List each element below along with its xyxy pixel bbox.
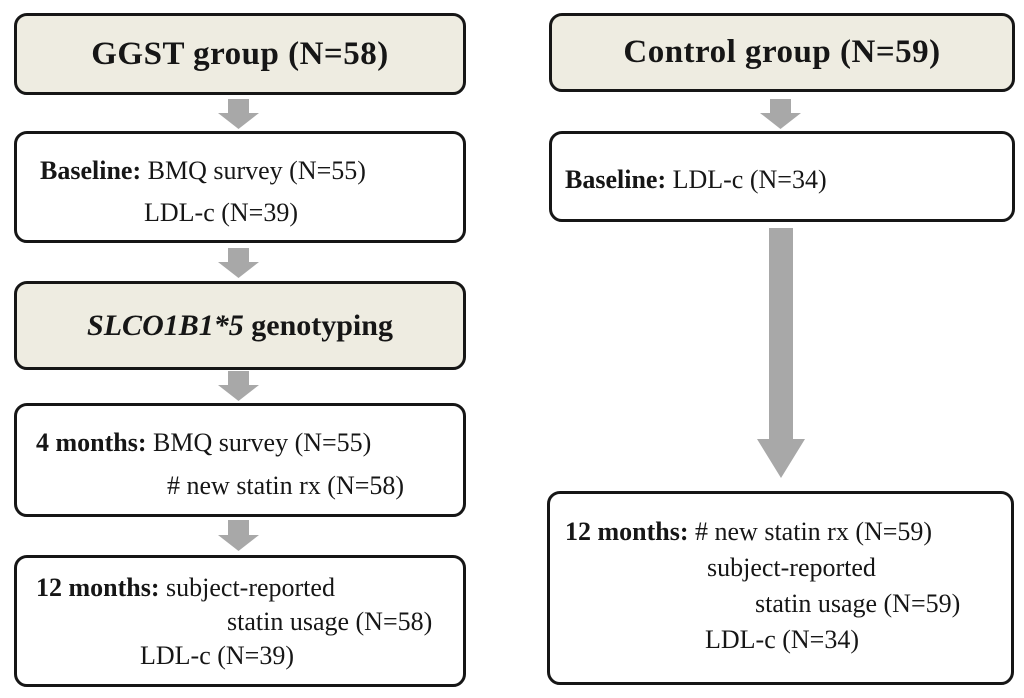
ggst-four-months-line1: 4 months: BMQ survey (N=55) — [36, 421, 463, 464]
control-new-statin-text: # new statin rx (N=59) — [688, 517, 933, 546]
ggst-baseline-ldl-text: LDL-c (N=39) — [144, 198, 298, 227]
ggst-four-months-line2: # new statin rx (N=58) — [167, 464, 463, 507]
down-arrow-icon — [218, 248, 259, 278]
control-twelve-months-line2: subject-reported — [707, 550, 1011, 586]
control-subject-reported-text: subject-reported — [707, 553, 876, 582]
ggst-baseline-text: BMQ survey (N=55) — [141, 156, 366, 185]
control-statin-usage-text: statin usage (N=59) — [755, 589, 961, 618]
ggst-twelve-months-line1: 12 months: subject-reported — [36, 571, 463, 605]
control-group-header-box: Control group (N=59) — [549, 13, 1015, 92]
control-twelve-months-box: 12 months: # new statin rx (N=59) subjec… — [547, 491, 1014, 685]
ggst-subject-reported-text: subject-reported — [159, 573, 335, 602]
ggst-twelve-ldl-text: LDL-c (N=39) — [140, 641, 294, 670]
genotyping-suffix: genotyping — [243, 308, 393, 342]
down-arrow-icon — [218, 99, 259, 129]
ggst-statin-usage-text: statin usage (N=58) — [227, 607, 433, 636]
ggst-group-header-label: GGST group (N=58) — [91, 35, 389, 72]
control-twelve-months-line1: 12 months: # new statin rx (N=59) — [565, 514, 1011, 550]
ggst-four-months-box: 4 months: BMQ survey (N=55) # new statin… — [14, 403, 466, 517]
genotyping-label: SLCO1B1*5 genotyping — [87, 309, 393, 343]
ggst-baseline-line2: LDL-c (N=39) — [144, 192, 463, 234]
ggst-baseline-label: Baseline: — [40, 156, 142, 185]
down-arrow-icon — [218, 371, 259, 401]
ggst-new-statin-text: # new statin rx (N=58) — [167, 471, 405, 500]
gene-name-italic: SLCO1B1*5 — [87, 308, 244, 342]
ggst-twelve-months-box: 12 months: subject-reported statin usage… — [14, 555, 466, 687]
down-arrow-icon — [218, 520, 259, 551]
control-baseline-line1: Baseline: LDL-c (N=34) — [565, 165, 1012, 195]
control-baseline-box: Baseline: LDL-c (N=34) — [549, 131, 1015, 222]
ggst-twelve-months-line2: statin usage (N=58) — [227, 605, 463, 639]
ggst-twelve-months-line3: LDL-c (N=39) — [140, 639, 463, 673]
ggst-baseline-box: Baseline: BMQ survey (N=55) LDL-c (N=39) — [14, 131, 466, 243]
ggst-group-header-box: GGST group (N=58) — [14, 13, 466, 95]
control-baseline-text: LDL-c (N=34) — [666, 165, 827, 194]
control-twelve-months-label: 12 months: — [565, 517, 689, 546]
long-down-arrow-icon — [757, 228, 805, 478]
control-baseline-label: Baseline: — [565, 165, 667, 194]
genotyping-box: SLCO1B1*5 genotyping — [14, 281, 466, 370]
ggst-four-months-label: 4 months: — [36, 428, 147, 457]
down-arrow-icon — [760, 99, 801, 129]
ggst-four-months-text: BMQ survey (N=55) — [146, 428, 372, 457]
control-twelve-ldl-text: LDL-c (N=34) — [705, 625, 859, 654]
control-twelve-months-line3: statin usage (N=59) — [755, 586, 1011, 622]
control-twelve-months-line4: LDL-c (N=34) — [705, 622, 1011, 658]
ggst-twelve-months-label: 12 months: — [36, 573, 160, 602]
ggst-baseline-line1: Baseline: BMQ survey (N=55) — [40, 150, 463, 192]
control-group-header-label: Control group (N=59) — [623, 34, 941, 70]
